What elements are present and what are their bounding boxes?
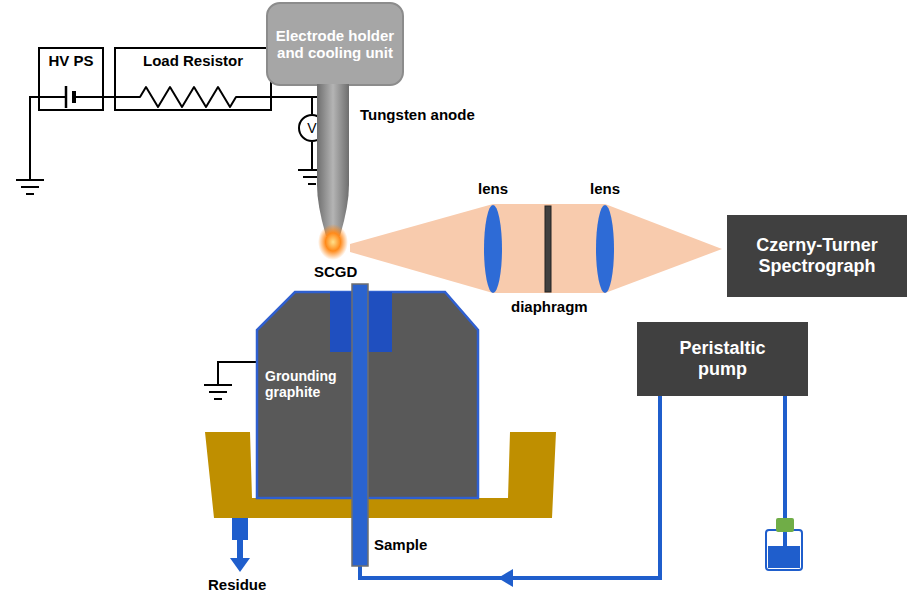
battery-wire [38, 96, 104, 98]
ground-wire [30, 97, 38, 180]
ground-symbol [16, 179, 44, 181]
box-label: Peristaltic pump [658, 338, 788, 379]
resistor-symbol [114, 87, 272, 107]
ground-symbol [204, 384, 232, 386]
diaphragm-plate [545, 206, 551, 292]
part-label: Residue [208, 576, 266, 593]
light-beam [350, 204, 722, 293]
part-label: lens [478, 180, 508, 197]
electrode-holder-box: Electrode holder and cooling unit [266, 2, 404, 86]
ground-symbol [209, 391, 227, 393]
box-label: Czerny-Turner Spectrograph [735, 235, 899, 276]
drain-outlet [232, 518, 248, 540]
battery-symbol [65, 86, 68, 108]
resistor-box: Load Resistor [114, 47, 272, 111]
lens-shape [596, 205, 614, 293]
box-label: Load Resistor [143, 52, 243, 69]
meter-symbol: V [307, 120, 316, 136]
tungsten-anode [317, 84, 349, 236]
lens-shape [484, 205, 502, 293]
part-label: lens [590, 180, 620, 197]
drain-arrowhead [230, 558, 250, 572]
part-label: diaphragm [511, 298, 588, 315]
spectrograph-box: Czerny-Turner Spectrograph [727, 215, 907, 297]
pump-box: Peristaltic pump [637, 322, 808, 396]
box-label: HV PS [48, 52, 93, 69]
ground-symbol [21, 186, 39, 188]
bottle-cap [776, 518, 794, 532]
wire [104, 96, 114, 98]
ground-symbol [214, 398, 222, 400]
sample-capillary [352, 284, 368, 566]
battery-symbol [72, 91, 76, 103]
part-label: Sample [374, 536, 427, 553]
power-supply-box: HV PS [38, 47, 104, 111]
ground-wire [218, 362, 256, 385]
part-label: Tungsten anode [360, 106, 475, 123]
flow-arrowhead [498, 569, 513, 587]
wire [272, 97, 312, 114]
pump-tubing [783, 396, 787, 560]
drain-flow [237, 540, 243, 560]
box-label: Electrode holder and cooling unit [274, 27, 396, 62]
ground-wire [311, 142, 313, 170]
housing-label: Grounding graphite [265, 368, 345, 400]
part-label: SCGD [314, 263, 357, 280]
ground-symbol [26, 193, 34, 195]
discharge-glow [318, 224, 348, 260]
ground-symbol [308, 183, 316, 185]
